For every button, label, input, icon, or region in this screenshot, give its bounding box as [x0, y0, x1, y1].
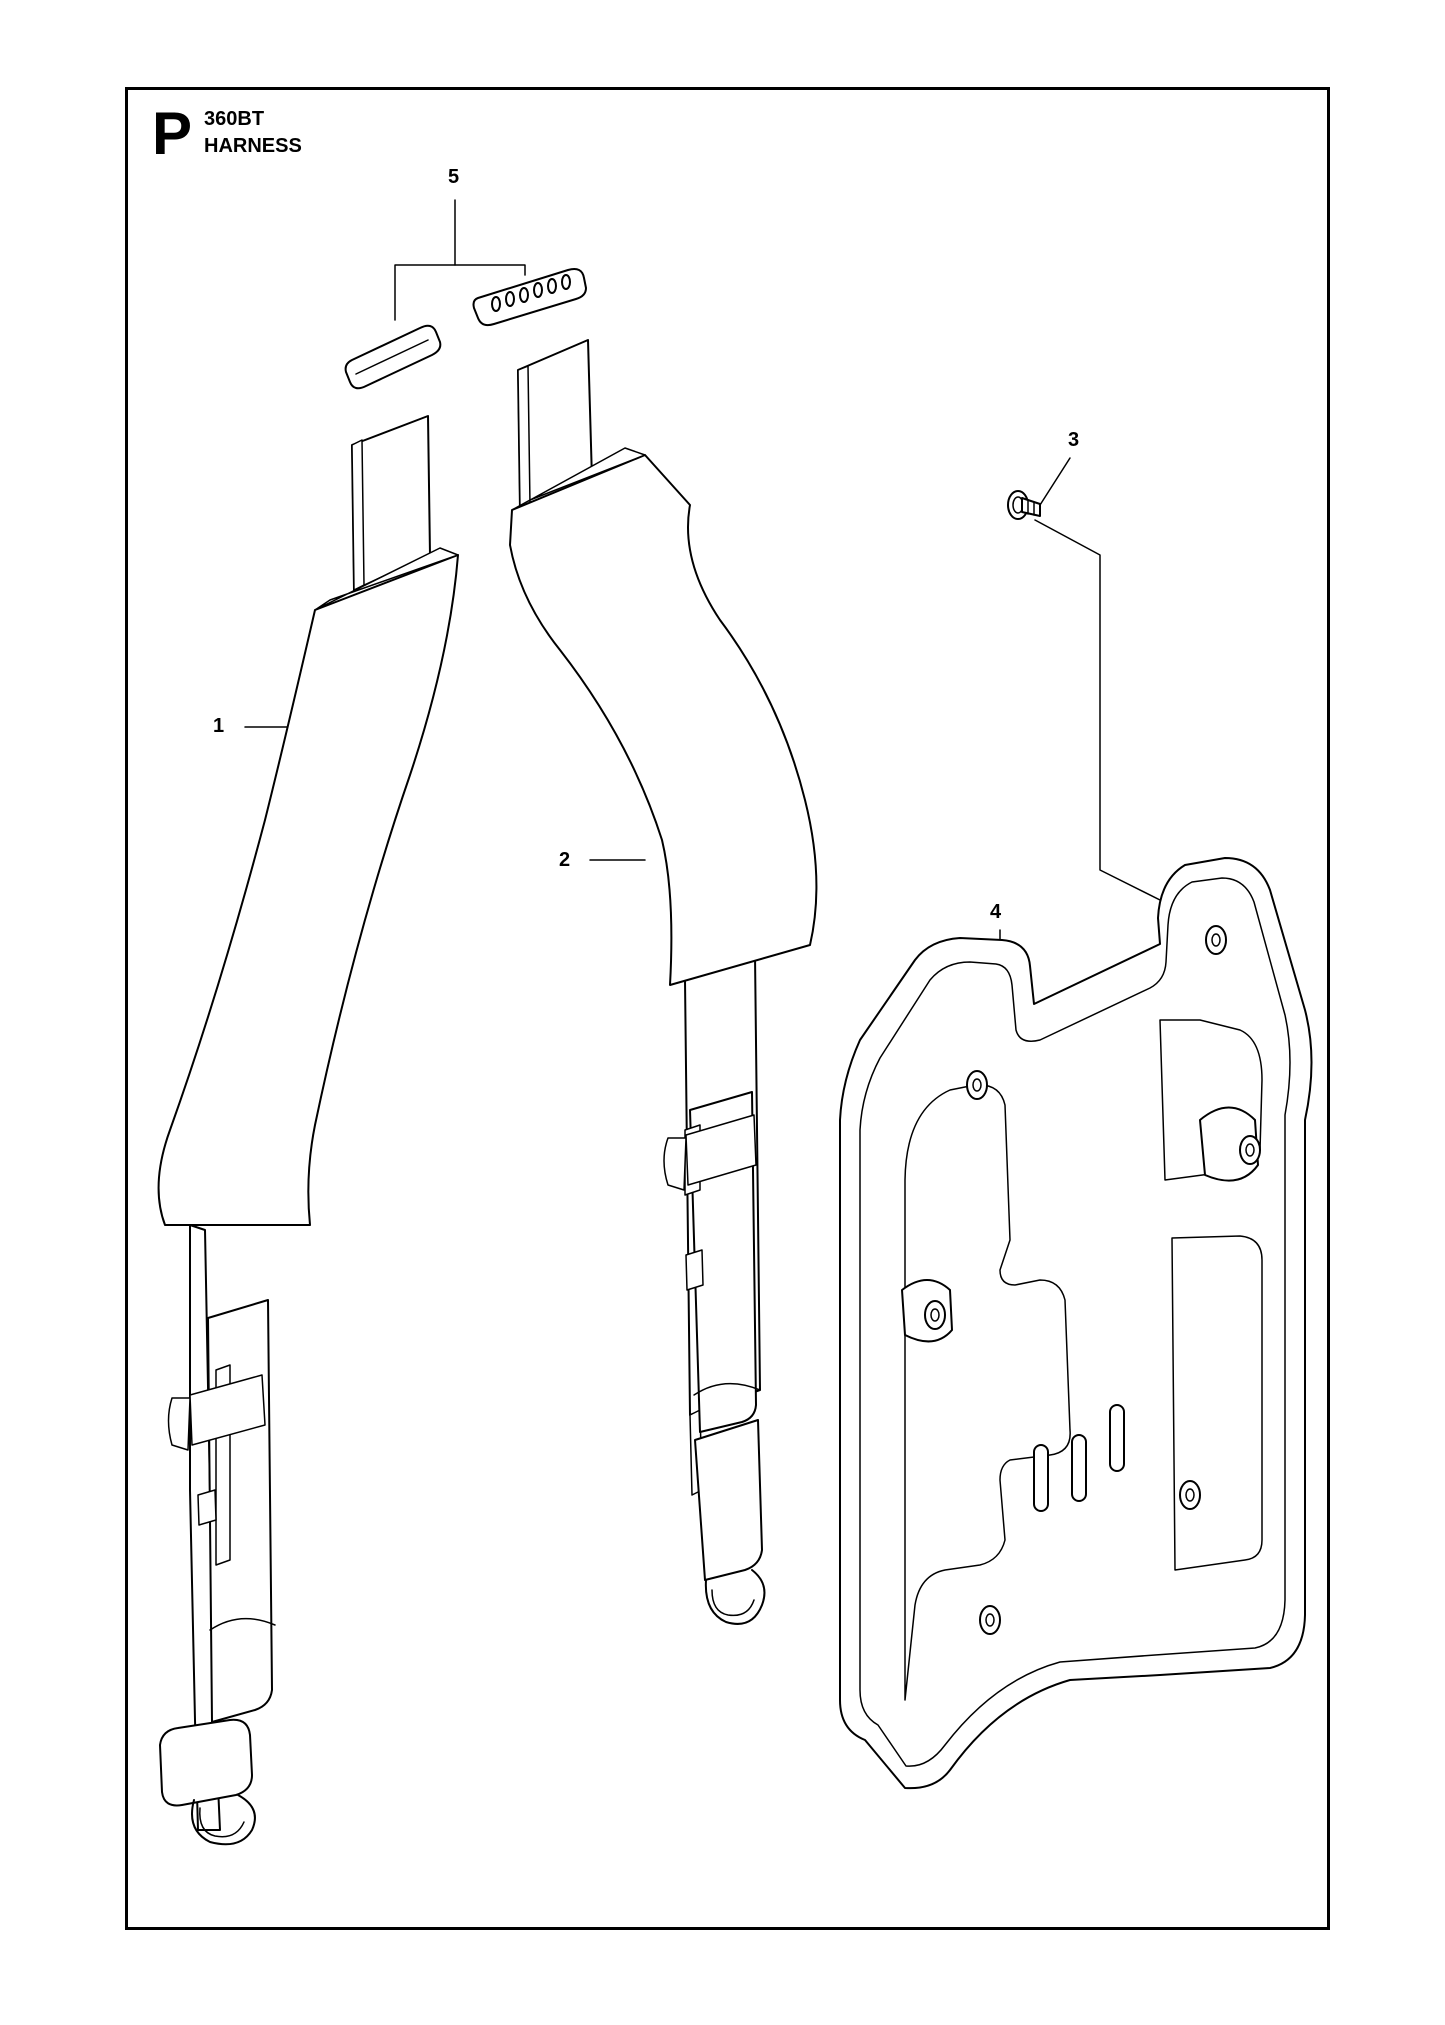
callout-3: 3 [1068, 429, 1080, 451]
model-number: 360BT [204, 108, 265, 130]
diagram-frame [125, 87, 1330, 1930]
part-3-screw [1007, 490, 1041, 520]
callout-1: 1 [213, 715, 225, 737]
part-2-right-strap [509, 339, 818, 1625]
part-1-left-strap [157, 415, 459, 1846]
part-4-back-plate [839, 857, 1313, 1790]
callout-5: 5 [448, 166, 460, 188]
callout-2: 2 [559, 849, 571, 871]
part-5-strap-clips [344, 268, 587, 390]
callout-4: 4 [990, 901, 1002, 923]
diagram-title: HARNESS [204, 135, 302, 157]
section-letter: P [152, 100, 193, 167]
